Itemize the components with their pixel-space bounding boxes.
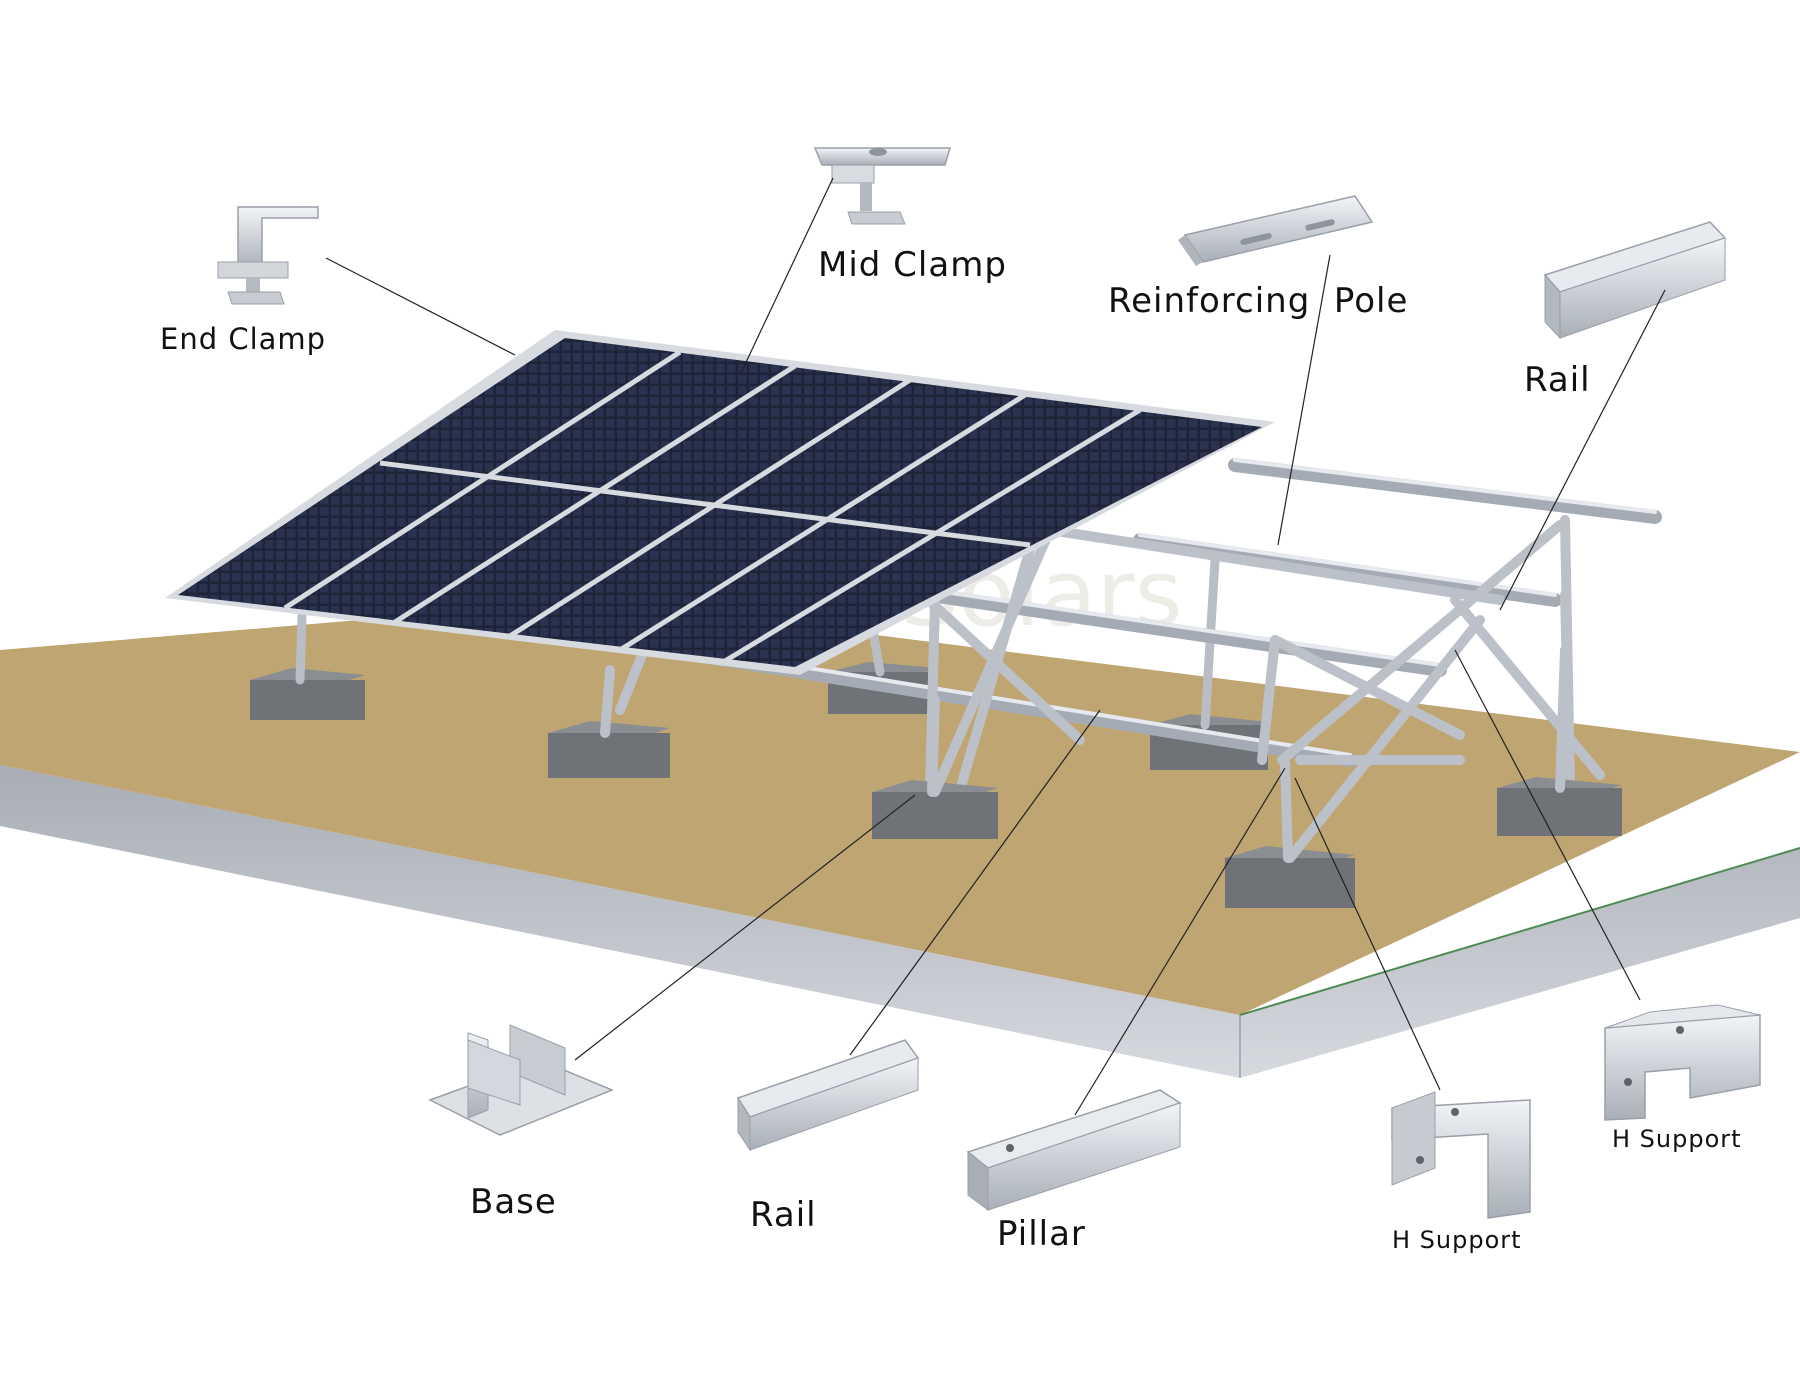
reinforcing-pole-part bbox=[1178, 195, 1374, 266]
base-label: Base bbox=[470, 1182, 557, 1222]
leader-lines bbox=[325, 177, 1666, 1116]
h-support-right-part bbox=[1604, 1004, 1761, 1121]
h-support-right-label: H Support bbox=[1612, 1125, 1742, 1153]
ground-side-face bbox=[0, 765, 1800, 1078]
mid-clamp-part bbox=[813, 147, 952, 225]
panel-separators bbox=[283, 349, 1142, 667]
leader-line bbox=[1294, 777, 1441, 1091]
solar-panel-array bbox=[165, 330, 1275, 675]
leader-line bbox=[1074, 767, 1286, 1116]
front-legs bbox=[600, 525, 1570, 863]
rail-top-label: Rail bbox=[1524, 360, 1591, 400]
ground-edge-line bbox=[1239, 847, 1800, 1016]
pillar-label: Pillar bbox=[997, 1214, 1086, 1254]
end-clamp-part bbox=[217, 206, 319, 305]
reinforcing-pole-label: Reinforcing Pole bbox=[1108, 281, 1409, 321]
end-clamp-label: End Clamp bbox=[160, 322, 327, 356]
leader-line bbox=[574, 794, 916, 1061]
concrete-block bbox=[1225, 846, 1355, 908]
leader-line bbox=[1499, 289, 1666, 611]
mid-clamp-label: Mid Clamp bbox=[818, 245, 1007, 285]
rail-bottom-label: Rail bbox=[750, 1195, 817, 1235]
leader-line bbox=[739, 177, 834, 376]
rail-bottom-part bbox=[736, 1039, 920, 1152]
leader-line bbox=[325, 257, 516, 356]
base-part bbox=[428, 1024, 614, 1136]
pillar-part bbox=[966, 1089, 1182, 1211]
rail-beam bbox=[1228, 458, 1662, 524]
leader-line bbox=[849, 709, 1101, 1056]
leader-line bbox=[1277, 254, 1331, 546]
concrete-block bbox=[250, 668, 365, 720]
h-support-left-part bbox=[1391, 1091, 1531, 1219]
rail-top-part bbox=[1543, 221, 1727, 340]
h-support-left-label: H Support bbox=[1392, 1226, 1522, 1254]
leader-line bbox=[1454, 649, 1641, 1001]
